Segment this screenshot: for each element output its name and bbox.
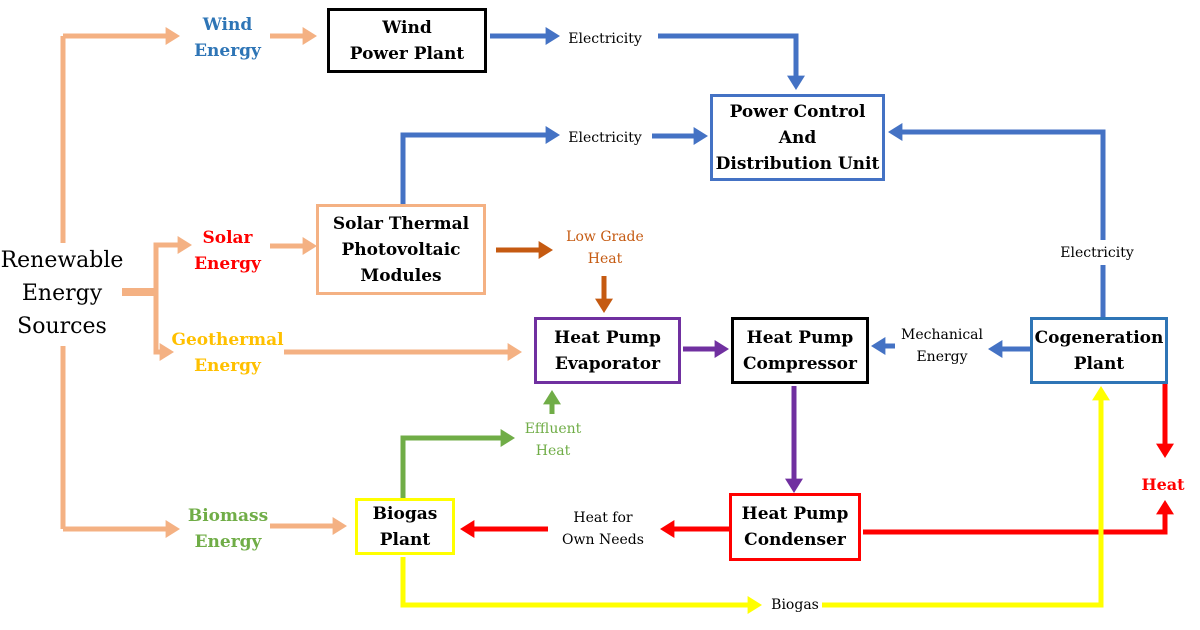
- low-grade-heat-line-1: Low Grade: [566, 229, 644, 245]
- biogas-flow-label: Biogas: [771, 597, 819, 613]
- geothermal-energy-label: Geothermal Energy: [170, 327, 285, 379]
- wind-energy-line-1: Wind: [202, 15, 253, 35]
- arrow-cogen-to-mechanical: [988, 340, 1030, 358]
- arrow-cogen-electricity-to-pcdu: [888, 123, 1106, 240]
- arrow-wind-plant-electricity: [490, 27, 560, 45]
- solar-pv-line-3: Modules: [360, 265, 442, 286]
- heat-own-needs-label: Heat for Own Needs: [553, 507, 653, 551]
- arrow-biogas-flow-label: [400, 557, 762, 614]
- source-title-line-2: Energy: [21, 281, 103, 306]
- condenser-line-2: Condenser: [744, 530, 846, 550]
- electricity-label-wind: Electricity: [568, 31, 642, 47]
- arrow-wind-energy-to-plant: [270, 27, 317, 45]
- arrow-solar-electricity-to-pcdu: [652, 127, 708, 145]
- effluent-heat-label: Effluent Heat: [513, 418, 593, 462]
- power-control-distribution-box: Power Control And Distribution Unit: [710, 94, 885, 181]
- solar-pv-line-1: Solar Thermal: [332, 213, 470, 234]
- heat-pump-evaporator-box: Heat Pump Evaporator: [534, 317, 681, 384]
- biomass-energy-label: Biomass Energy: [178, 503, 278, 555]
- solar-energy-line-2: Energy: [194, 254, 261, 274]
- arrow-biomass-to-biogas: [270, 517, 347, 535]
- arrow-biogas-to-cogeneration: [822, 386, 1110, 608]
- condenser-line-1: Heat Pump: [741, 504, 849, 524]
- wind-plant-line-2: Power Plant: [349, 43, 465, 64]
- arrow-compressor-to-condenser: [785, 386, 803, 493]
- geothermal-energy-line-1: Geothermal: [171, 330, 284, 350]
- pcdu-line-3: Distribution Unit: [715, 153, 880, 174]
- heat-pump-condenser-box: Heat Pump Condenser: [729, 493, 861, 561]
- arrow-evaporator-to-compressor: [683, 340, 729, 358]
- arrow-low-grade-heat-to-evaporator: [595, 276, 613, 313]
- arrow-electricity-to-pcdu-top: [658, 33, 805, 90]
- evaporator-line-1: Heat Pump: [554, 327, 661, 348]
- arrow-effluent-heat-to-evaporator: [543, 390, 561, 414]
- mechanical-energy-label: Mechanical Energy: [892, 324, 992, 368]
- biogas-plant-box: Biogas Plant: [355, 498, 455, 555]
- arrow-heat-own-needs-to-biogas: [460, 520, 548, 538]
- heat-pump-compressor-box: Heat Pump Compressor: [731, 317, 869, 384]
- compressor-line-2: Compressor: [743, 353, 857, 374]
- low-grade-heat-line-2: Heat: [587, 251, 623, 267]
- biomass-energy-line-1: Biomass: [187, 506, 269, 526]
- arrow-biogas-effluent-heat: [400, 429, 515, 498]
- wind-energy-label: Wind Energy: [180, 12, 275, 64]
- wind-power-plant-box: Wind Power Plant: [327, 8, 487, 73]
- wind-energy-line-2: Energy: [194, 41, 261, 61]
- pcdu-line-1: Power Control: [729, 101, 866, 122]
- heat-own-needs-line-2: Own Needs: [562, 532, 644, 548]
- arrow-cogen-heat-output: [1156, 384, 1174, 458]
- pcdu-line-2: And: [778, 127, 817, 148]
- arrow-condenser-heat-own-needs: [660, 520, 729, 538]
- solar-pv-line-2: Photovoltaic: [341, 239, 461, 260]
- effluent-heat-line-1: Effluent: [524, 421, 582, 437]
- heat-output-label: Heat: [1141, 475, 1185, 494]
- biomass-energy-line-2: Energy: [194, 532, 262, 552]
- arrow-to-geothermal-energy: [153, 292, 174, 361]
- compressor-line-1: Heat Pump: [746, 327, 854, 348]
- effluent-heat-line-2: Heat: [535, 443, 571, 459]
- mechanical-energy-line-1: Mechanical: [901, 327, 983, 343]
- cogeneration-line-2: Plant: [1073, 353, 1125, 374]
- arrow-mechanical-to-compressor: [871, 337, 895, 355]
- renewable-energy-sources-title: Renewable Energy Sources: [0, 244, 124, 343]
- solar-thermal-pv-box: Solar Thermal Photovoltaic Modules: [316, 204, 486, 295]
- source-title-line-1: Renewable: [0, 248, 124, 273]
- arrow-to-solar-energy: [153, 236, 192, 292]
- arrow-to-wind-energy: [63, 27, 180, 45]
- arrow-solar-electricity-label: [400, 126, 560, 204]
- arrow-geothermal-to-evaporator: [284, 343, 522, 361]
- geothermal-energy-line-2: Energy: [194, 356, 261, 376]
- arrow-solar-energy-to-modules: [270, 237, 317, 255]
- wind-plant-line-1: Wind: [382, 17, 432, 38]
- cogeneration-line-1: Cogeneration: [1034, 327, 1164, 348]
- cogeneration-plant-box: Cogeneration Plant: [1030, 317, 1168, 384]
- electricity-label-cogeneration: Electricity: [1060, 245, 1134, 261]
- solar-energy-label: Solar Energy: [180, 225, 275, 277]
- source-title-line-3: Sources: [17, 314, 107, 339]
- arrow-condenser-heat-output: [863, 500, 1174, 535]
- arrow-to-biomass-energy: [63, 520, 180, 538]
- heat-own-needs-line-1: Heat for: [573, 510, 633, 526]
- mechanical-energy-line-2: Energy: [916, 349, 968, 365]
- electricity-label-solar: Electricity: [568, 130, 642, 146]
- arrow-modules-low-grade-heat: [496, 241, 553, 259]
- evaporator-line-2: Evaporator: [554, 353, 661, 374]
- biogas-plant-line-1: Biogas: [372, 503, 438, 524]
- solar-energy-line-1: Solar: [202, 228, 253, 248]
- biogas-plant-line-2: Plant: [379, 529, 431, 550]
- low-grade-heat-label: Low Grade Heat: [555, 226, 655, 270]
